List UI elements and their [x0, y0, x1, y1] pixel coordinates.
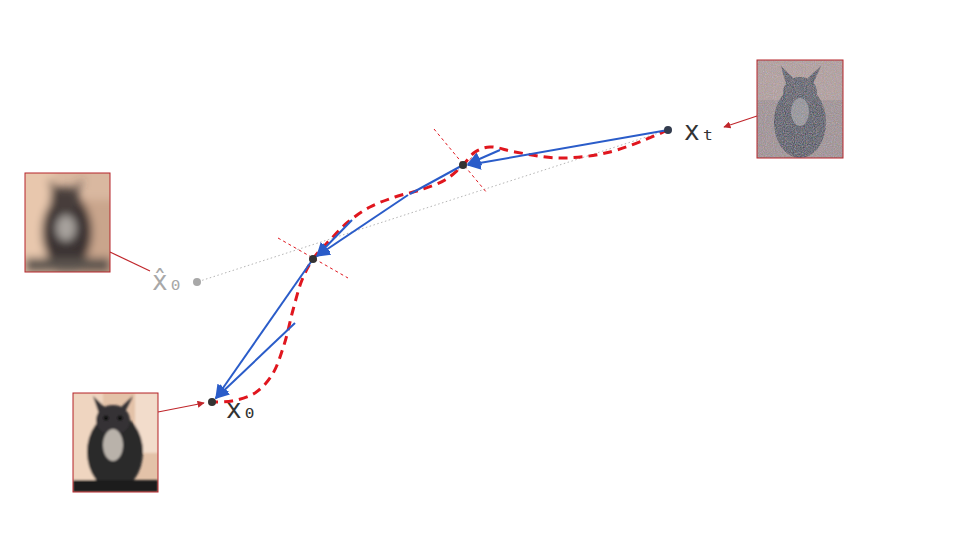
state-label: xₜ — [684, 118, 715, 144]
blurry-image — [25, 173, 110, 272]
clean-image — [73, 393, 158, 492]
noisy-image — [757, 60, 843, 158]
image-frame — [25, 173, 110, 272]
step-cross — [278, 129, 487, 278]
trajectory-point — [193, 126, 672, 406]
true-trajectory — [212, 130, 668, 402]
state-label: x₀ — [226, 396, 257, 422]
image-frame — [757, 60, 843, 158]
leader-line — [110, 116, 757, 412]
image-frame — [73, 393, 158, 492]
prediction-label: x̂₀ — [152, 268, 183, 294]
prediction-line — [197, 130, 668, 282]
solver-step — [216, 130, 668, 398]
